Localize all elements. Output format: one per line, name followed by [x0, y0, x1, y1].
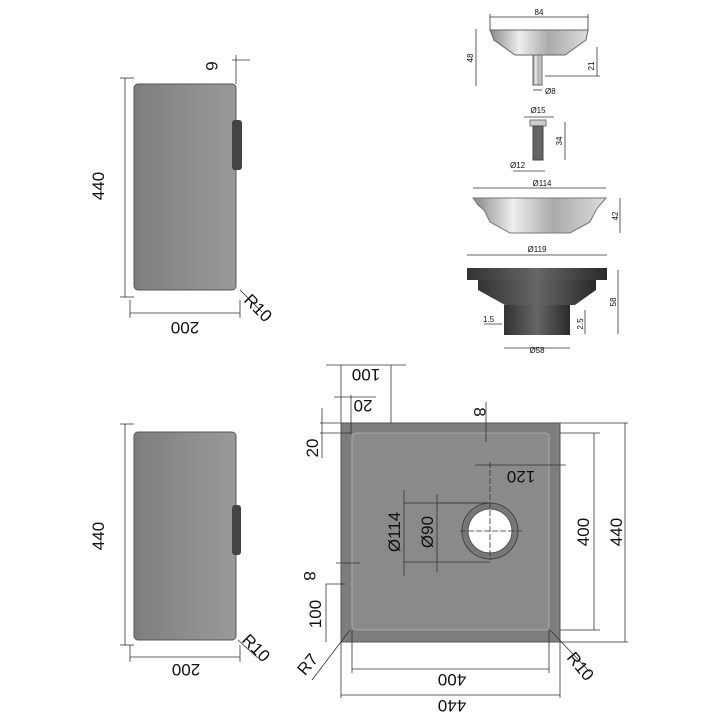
- dim-left-20: 20: [303, 439, 322, 458]
- dim-body-thread-dia: Ø58: [529, 346, 545, 355]
- dim-drain-offset: 120: [507, 467, 535, 486]
- dim-radius-r10: R10: [563, 648, 598, 684]
- dim-dia-90: Ø90: [418, 516, 437, 548]
- dim-clip-8-left: 8: [300, 571, 319, 580]
- dim-depth: 200: [171, 318, 199, 337]
- dim-basket-stem: 21: [587, 61, 596, 70]
- body-cone: [478, 280, 596, 305]
- dim-inner-height: 400: [574, 518, 593, 546]
- drain-profile: [232, 505, 241, 555]
- ring-body: [472, 197, 608, 234]
- dim-offset-20: 20: [354, 396, 373, 415]
- basket-cup: [489, 29, 589, 56]
- plan-view: 100 20 8 20 120 Ø114 Ø90 8 100 400 440 4…: [294, 364, 628, 715]
- dim-ring-height: 42: [611, 211, 620, 220]
- dim-inner-width: 400: [438, 670, 466, 689]
- dim-body-pitch: 1.5: [483, 315, 495, 324]
- dim-screw-thread-dia: Ø12: [510, 161, 526, 170]
- dim-outer-width: 440: [438, 696, 466, 715]
- sink-profile: [133, 431, 237, 641]
- dim-dia-114: Ø114: [385, 512, 404, 552]
- dim-screw-head-dia: Ø15: [530, 106, 546, 115]
- dim-offset-100: 100: [352, 365, 380, 384]
- dim-radius-r7: R7: [294, 650, 323, 679]
- dim-clip-8-top: 8: [470, 407, 489, 416]
- side-view-bottom: 440 200 R10: [89, 423, 274, 679]
- dim-body-dia: Ø119: [528, 245, 548, 254]
- sink-bowl: [351, 432, 550, 631]
- dim-body-height: 58: [609, 297, 618, 306]
- dim-height: 440: [89, 522, 108, 550]
- dim-basket-height: 48: [466, 53, 475, 62]
- dim-ring-dia: Ø114: [533, 179, 553, 188]
- body-thread: [504, 305, 570, 335]
- drain-profile: [232, 120, 242, 170]
- dim-basket-width: 84: [535, 8, 544, 17]
- dim-left-100: 100: [306, 600, 325, 628]
- dim-outer-height: 440: [607, 518, 626, 546]
- part-body: Ø119 58 1.5 2.5 Ø58: [467, 245, 619, 355]
- screw-thread: [532, 125, 544, 161]
- body-flange: [467, 268, 607, 280]
- screw-head: [529, 119, 547, 127]
- dim-radius: R10: [238, 630, 273, 665]
- dim-depth: 200: [172, 660, 200, 679]
- dim-flange: 6: [202, 61, 221, 70]
- dim-screw-length: 34: [555, 136, 564, 145]
- basket-stem: [532, 54, 543, 86]
- part-screw: Ø15 34 Ø12: [510, 106, 566, 172]
- dim-height: 440: [89, 172, 108, 200]
- part-basket: 84 48 21 Ø8: [466, 8, 600, 96]
- sink-profile: [133, 83, 237, 291]
- side-view-top: 440 200 6 R10: [89, 55, 276, 337]
- part-ring: Ø114 42: [472, 179, 621, 234]
- dim-body-step: 2.5: [576, 318, 585, 330]
- dim-basket-stem-dia: Ø8: [545, 87, 556, 96]
